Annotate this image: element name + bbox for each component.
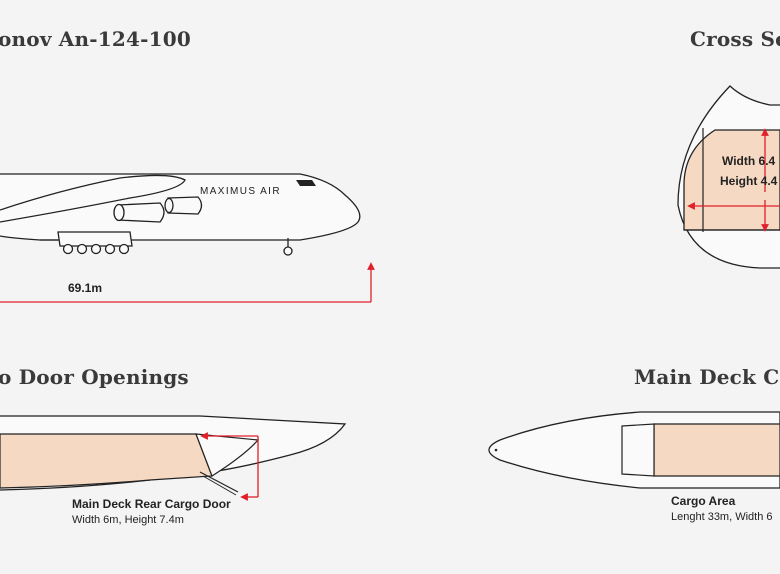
main-wheel: [90, 243, 102, 255]
aircraft-title: onov An-124-100: [0, 27, 191, 51]
aircraft-side-view: [0, 173, 361, 256]
cross-height-label: Height 4.4: [720, 174, 778, 188]
main-wheel: [118, 243, 130, 255]
cross-section-title: Cross Sec: [690, 27, 780, 51]
main-deck-cargo-area: [653, 423, 780, 477]
length-dimension: [0, 262, 375, 303]
flight-deck: [621, 423, 655, 477]
rear-cargo-hold: [0, 433, 213, 489]
cargo-hold-cross-section: [683, 129, 780, 231]
length-label: 69.1m: [68, 281, 102, 295]
rear-fuselage-diagram: [0, 415, 347, 501]
cargo-area-title: Cargo Area: [671, 494, 736, 508]
engine-outboard: [164, 196, 203, 215]
door-openings-title: o Door Openings: [0, 365, 189, 389]
livery-text: MAXIMUS AIR: [200, 186, 281, 197]
cockpit-windows: [296, 180, 316, 186]
rear-door-title: Main Deck Rear Cargo Door: [72, 497, 231, 511]
main-wheel: [104, 243, 116, 255]
main-wheel: [62, 243, 74, 255]
cargo-area-dims: Lenght 33m, Width 6: [671, 511, 773, 523]
cross-width-label: Width 6.4: [722, 154, 776, 168]
nose-wheel: [283, 246, 293, 256]
main-wheel: [76, 243, 88, 255]
main-deck-title: Main Deck Cab: [634, 365, 780, 389]
gear-fairing: [57, 231, 133, 247]
cargo-ramp: [199, 471, 239, 493]
main-deck-diagram: [488, 411, 780, 489]
rear-door-dims: Width 6m, Height 7.4m: [72, 514, 184, 526]
wing-outline: [0, 174, 186, 223]
cross-section-diagram: [677, 85, 780, 269]
engine-inboard: [113, 202, 165, 223]
